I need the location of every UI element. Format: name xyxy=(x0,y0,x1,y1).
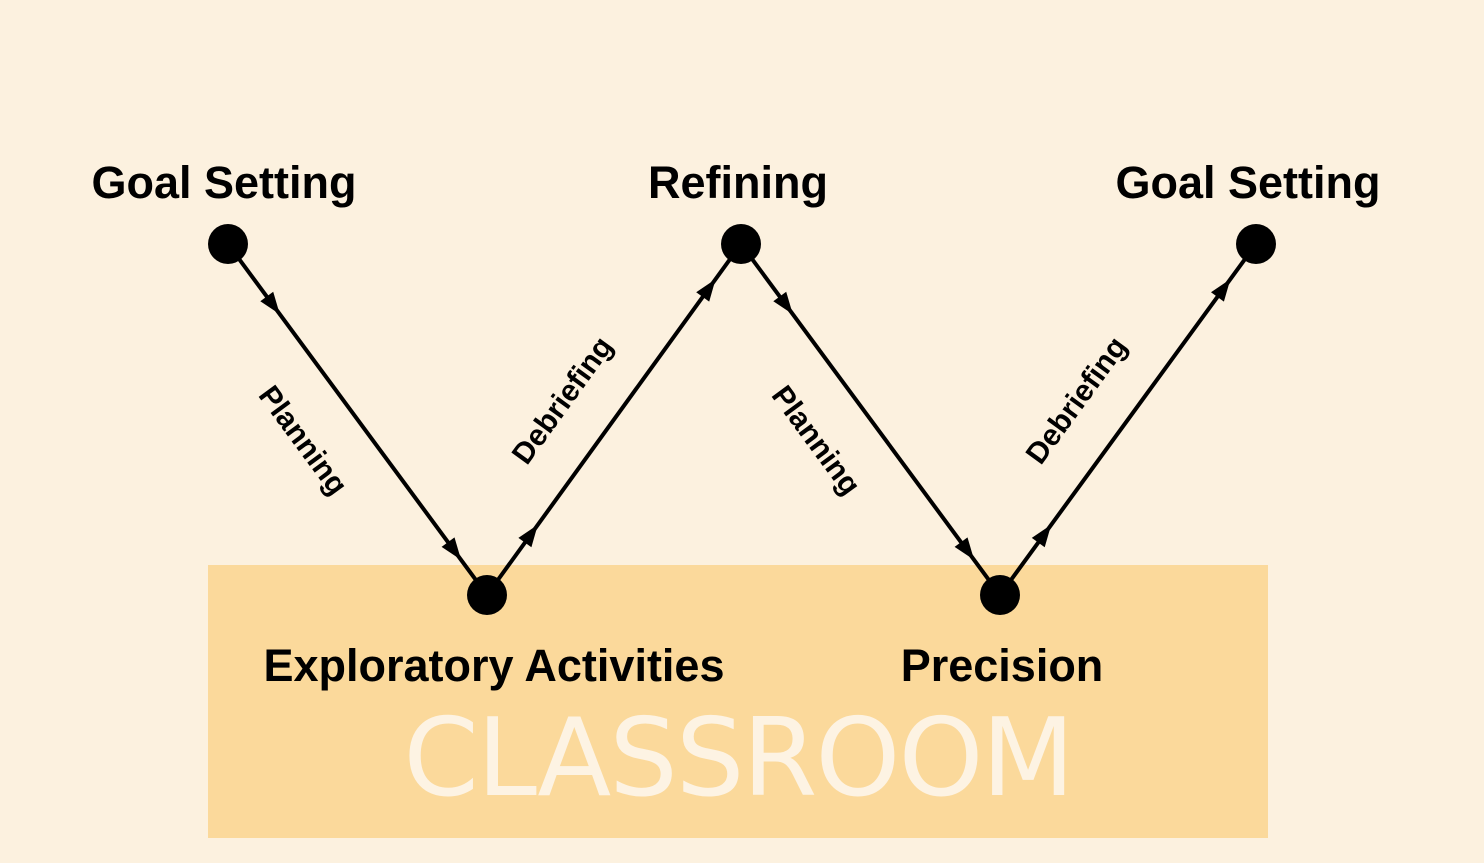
arrowhead-icon xyxy=(441,537,462,560)
arrowhead-icon xyxy=(696,279,716,302)
node-goal-setting: Goal Setting xyxy=(91,157,357,264)
arrowhead-icon xyxy=(773,291,793,315)
edge-3-planning: Planning xyxy=(739,242,1002,597)
node-label: Refining xyxy=(648,157,828,208)
arrowhead-icon xyxy=(1211,279,1231,302)
edge-2-debriefing: Debriefing xyxy=(485,242,743,597)
node-dot xyxy=(980,575,1020,615)
node-label: Precision xyxy=(901,640,1104,691)
node-precision: Precision xyxy=(901,575,1104,691)
classroom-label: CLASSROOM xyxy=(403,696,1074,821)
node-label: Exploratory Activities xyxy=(264,640,725,691)
edge-label-planning: Planning xyxy=(765,380,867,502)
edge-label-debriefing: Debriefing xyxy=(1020,331,1134,470)
node-dot xyxy=(721,224,761,264)
node-dot xyxy=(1236,224,1276,264)
node-goal-setting: Goal Setting xyxy=(1115,157,1381,264)
arrowhead-icon xyxy=(260,291,280,315)
arrowhead-icon xyxy=(1031,524,1052,548)
arrowhead-icon xyxy=(518,524,538,548)
node-refining: Refining xyxy=(648,157,828,264)
edge-label-debriefing: Debriefing xyxy=(506,331,620,471)
node-dot xyxy=(208,224,248,264)
edge-1-planning: Planning xyxy=(226,242,489,597)
node-label: Goal Setting xyxy=(1115,157,1380,208)
classroom-region xyxy=(208,565,1268,838)
edge-label-planning: Planning xyxy=(252,380,354,502)
node-exploratory-activities: Exploratory Activities xyxy=(264,575,725,691)
edge-4-debriefing: Debriefing xyxy=(998,242,1258,597)
arrowhead-icon xyxy=(954,537,975,560)
node-label: Goal Setting xyxy=(91,157,356,208)
node-dot xyxy=(467,575,507,615)
